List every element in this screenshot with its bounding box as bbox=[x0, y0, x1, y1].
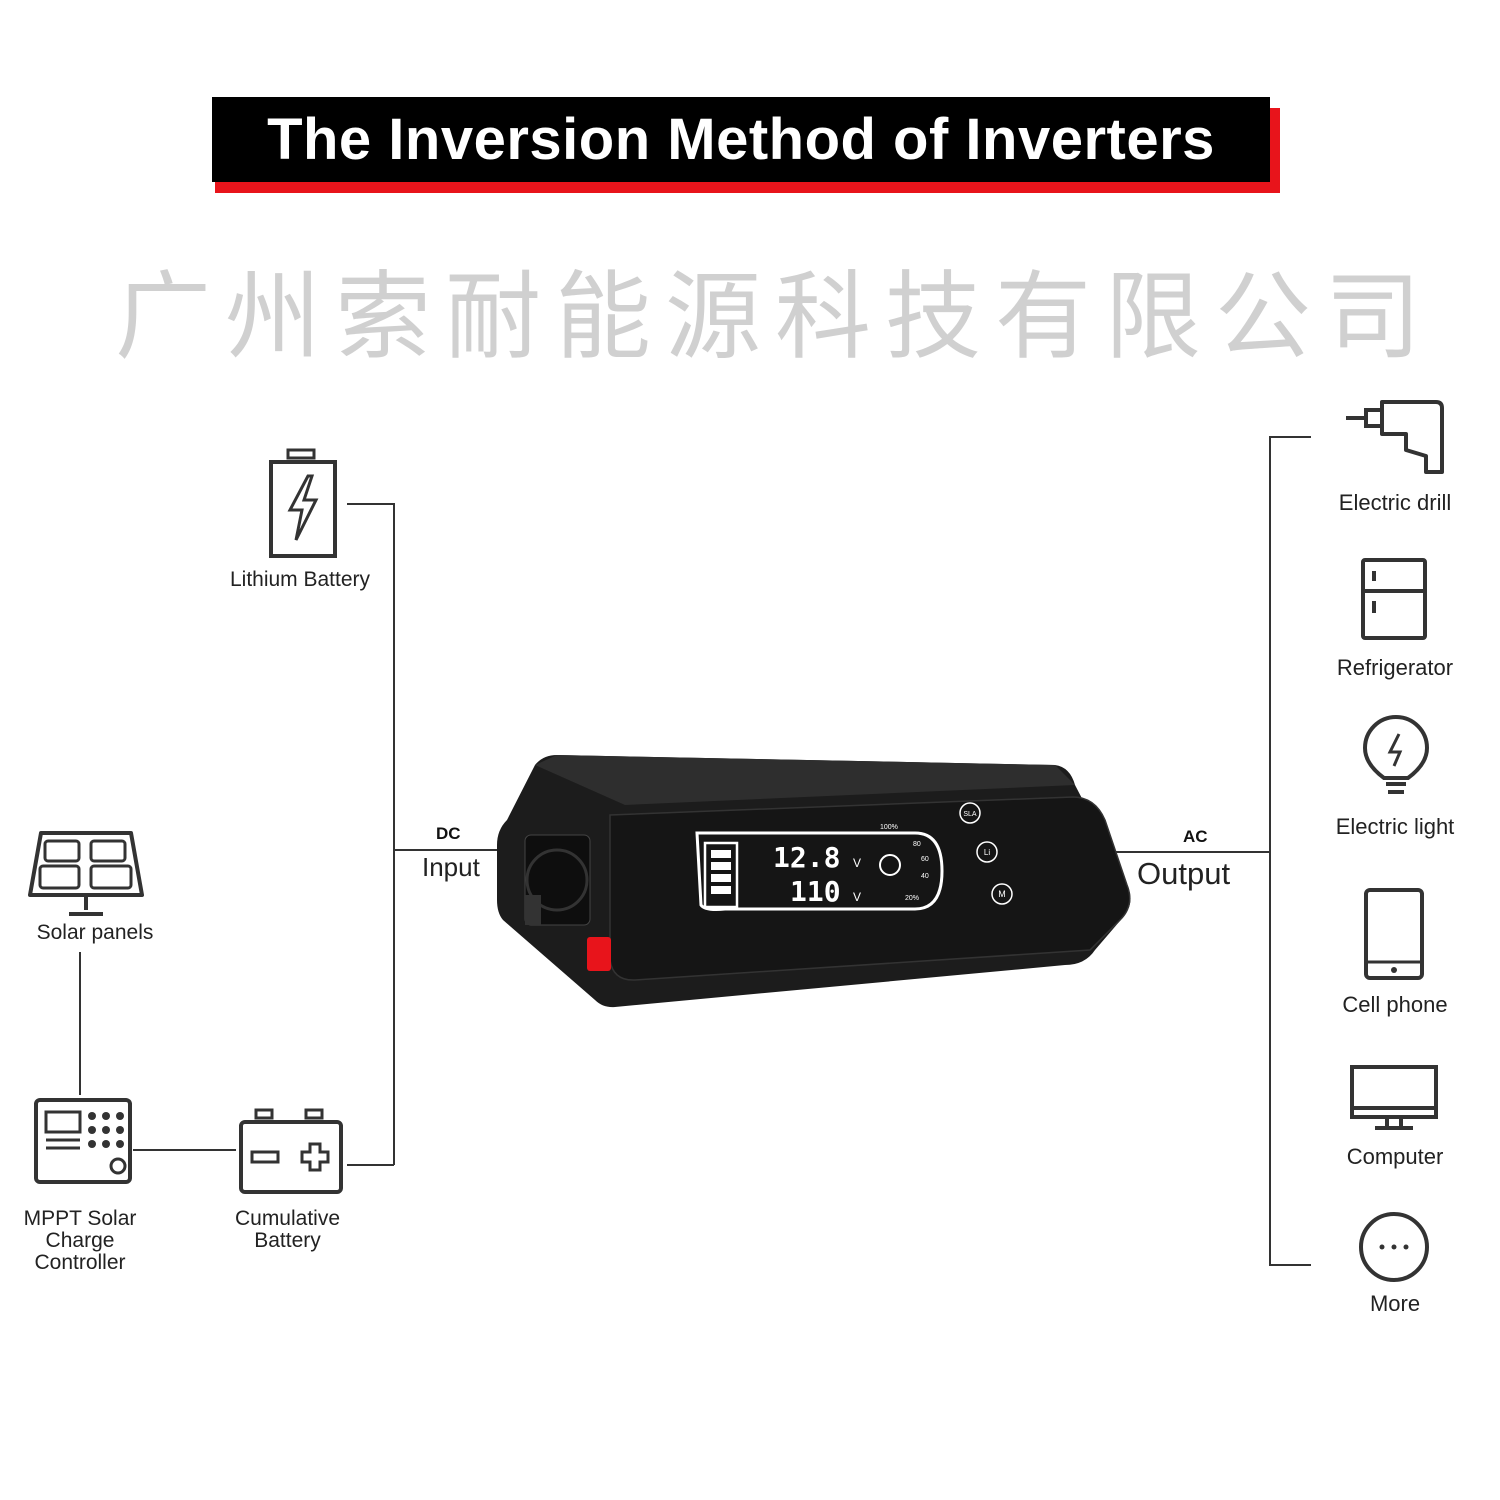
source-label: Lithium Battery bbox=[229, 568, 371, 591]
sla-mode-button[interactable] bbox=[959, 802, 981, 824]
fan-icon bbox=[525, 848, 589, 912]
load-label: More bbox=[1369, 1291, 1421, 1316]
output-voltage: 110 bbox=[790, 875, 841, 908]
ac-label: AC bbox=[1183, 827, 1208, 846]
load-label: Electric light bbox=[1335, 814, 1455, 839]
load-label: Cell phone bbox=[1342, 992, 1448, 1017]
connector-line bbox=[393, 503, 395, 1165]
connector-line bbox=[393, 849, 503, 851]
refrigerator-icon bbox=[1361, 558, 1427, 640]
connector-line bbox=[1110, 851, 1270, 853]
solar-panel-icon bbox=[28, 831, 144, 916]
connector-line bbox=[79, 952, 81, 1095]
load-label: Refrigerator bbox=[1336, 655, 1454, 680]
voltage-unit: V bbox=[853, 890, 861, 904]
svg-text:M: M bbox=[998, 889, 1006, 899]
svg-text:Li: Li bbox=[984, 848, 990, 857]
connector-line bbox=[347, 1164, 394, 1166]
svg-text:100%: 100% bbox=[880, 824, 898, 831]
dc-label: DC bbox=[436, 824, 461, 843]
li-mode-button[interactable] bbox=[976, 841, 998, 863]
load-label: Electric drill bbox=[1338, 490, 1452, 515]
connector-line bbox=[347, 503, 394, 505]
battery-icon bbox=[269, 448, 337, 558]
inverter-device: 12.8 V 110 V 100% 80 60 40 20% SLA Li M bbox=[497, 755, 1131, 1008]
load-label: Computer bbox=[1346, 1144, 1444, 1169]
input-label: Input bbox=[422, 852, 480, 882]
source-label: Solar panels bbox=[36, 921, 154, 944]
watermark: 广州索耐能源科技有限公司 bbox=[115, 261, 1435, 373]
battery-voltage: 12.8 bbox=[773, 841, 840, 874]
car-battery-icon bbox=[239, 1108, 343, 1194]
connector-line bbox=[1269, 436, 1271, 1265]
light-bulb-icon bbox=[1362, 715, 1430, 794]
output-label: Output bbox=[1137, 856, 1231, 891]
connector-line bbox=[133, 1149, 236, 1151]
power-switch[interactable] bbox=[587, 937, 611, 971]
power-icon bbox=[879, 854, 901, 876]
drill-icon bbox=[1346, 400, 1444, 474]
fan-grille bbox=[524, 834, 591, 926]
phone-icon bbox=[1364, 888, 1424, 980]
connector-line bbox=[1269, 436, 1311, 438]
svg-text:40: 40 bbox=[921, 873, 929, 880]
charge-controller-icon bbox=[34, 1098, 132, 1184]
source-label: Cumulative Battery bbox=[234, 1207, 341, 1252]
svg-text:20%: 20% bbox=[905, 895, 919, 902]
svg-text:60: 60 bbox=[921, 856, 929, 863]
page-title: The Inversion Method of Inverters bbox=[212, 97, 1270, 182]
voltage-unit: V bbox=[853, 856, 861, 870]
connector-line bbox=[1269, 1264, 1311, 1266]
lcd-frame bbox=[695, 831, 944, 911]
more-icon bbox=[1359, 1212, 1429, 1282]
computer-icon bbox=[1350, 1065, 1438, 1130]
svg-text:SLA: SLA bbox=[963, 811, 977, 818]
source-label: MPPT Solar Charge Controller bbox=[23, 1207, 137, 1274]
manual-mode-button[interactable] bbox=[991, 883, 1013, 905]
svg-text:80: 80 bbox=[913, 841, 921, 848]
